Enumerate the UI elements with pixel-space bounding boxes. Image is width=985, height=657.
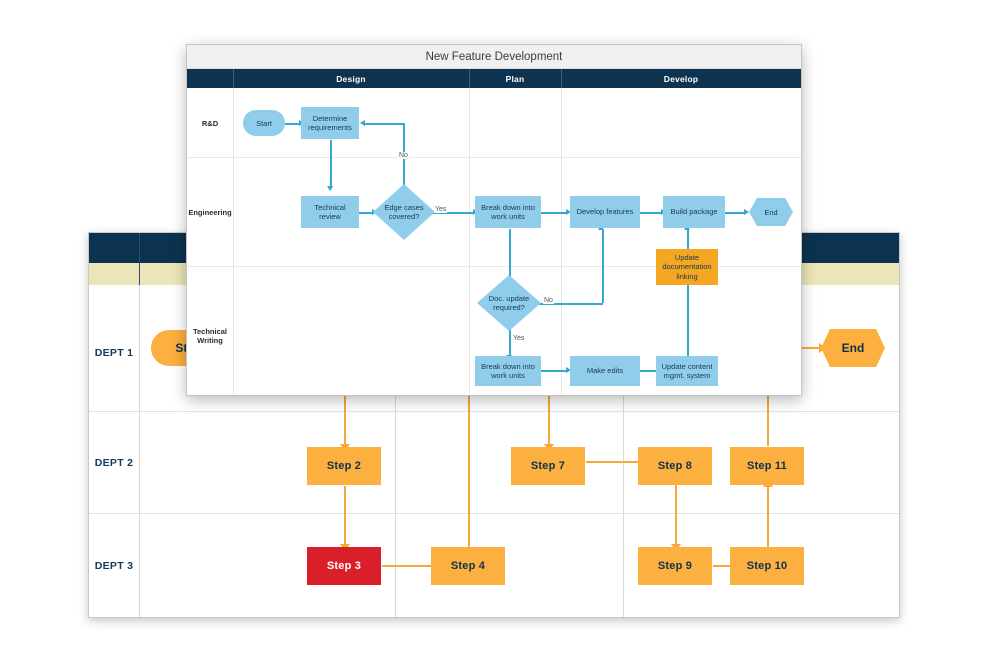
back-node-step2[interactable]: Step 2	[307, 447, 381, 485]
front-node-develop-features[interactable]: Develop features	[570, 196, 640, 228]
front-lane-divider-1	[187, 157, 801, 158]
connector-step8-step9	[675, 483, 677, 546]
connector-edge-yes	[420, 212, 475, 214]
front-node-break-down-work-units-1[interactable]: Break down into work units	[475, 196, 541, 228]
back-lane-divider-1	[89, 411, 899, 412]
back-node-step10[interactable]: Step 10	[730, 547, 804, 585]
panel-column-header-bar	[187, 69, 801, 88]
connector-bdown2-edits	[538, 370, 568, 372]
arrow-determine-techreview	[326, 186, 333, 191]
edge-label-no-docupdate: No	[543, 297, 554, 304]
column-header-plan: Plan	[505, 73, 525, 84]
connector-bdown1-docupdate	[509, 229, 511, 303]
connector-to-step11	[767, 385, 769, 446]
front-node-determine-requirements[interactable]: Determine requirements	[301, 107, 359, 139]
back-lane-divider-2	[89, 513, 899, 514]
connector-to-step2	[344, 385, 346, 446]
back-lane-label-dept1: DEPT 1	[94, 347, 134, 359]
front-lane-label-engineering: Engineering	[188, 208, 232, 217]
back-node-step9[interactable]: Step 9	[638, 547, 712, 585]
connector-doc-no-horizontal	[539, 303, 603, 305]
back-column-divider-2	[395, 285, 396, 617]
front-lane-label-rd: R&D	[201, 119, 219, 128]
front-lane-divider-2	[187, 266, 801, 267]
connector-build-end	[724, 212, 746, 214]
connector-updoc-build	[687, 229, 689, 249]
front-lane-label-techwriting: Technical Writing	[192, 327, 228, 346]
connector-determine-techreview	[330, 140, 332, 189]
column-header-design: Design	[336, 73, 366, 84]
connector-techreview-edge	[358, 212, 374, 214]
connector-step10-step11	[767, 485, 769, 547]
front-node-edge-cases-covered[interactable]: Edge cases covered?	[373, 184, 435, 240]
back-lane-label-dept2: DEPT 2	[94, 457, 134, 469]
arrow-bdown2-edits	[566, 366, 571, 373]
back-node-step7[interactable]: Step 7	[511, 447, 585, 485]
front-column-divider-3	[561, 88, 562, 395]
connector-step7-step8	[586, 461, 648, 463]
front-node-update-content-mgmt-system[interactable]: Update content mgmt. system	[656, 356, 718, 386]
connector-start-determine	[285, 123, 301, 125]
back-head-divider-1	[139, 233, 140, 285]
new-feature-development-panel[interactable]: New Feature Development Design Plan Deve…	[186, 44, 802, 396]
back-node-step4[interactable]: Step 4	[431, 547, 505, 585]
connector-doc-no-vertical	[602, 229, 604, 303]
connector-to-step7	[548, 385, 550, 446]
back-node-step8[interactable]: Step 8	[638, 447, 712, 485]
arrow-edge-no-determine	[360, 119, 365, 126]
front-node-make-edits[interactable]: Make edits	[570, 356, 640, 386]
front-head-divider-3	[561, 69, 562, 88]
arrow-build-end	[744, 208, 749, 215]
front-head-divider-2	[469, 69, 470, 88]
connector-edge-no-horizontal	[365, 123, 405, 125]
connector-upcms-updoc	[687, 271, 689, 356]
front-node-doc-update-required[interactable]: Doc. update required?	[477, 275, 541, 331]
front-node-technical-review[interactable]: Technical review	[301, 196, 359, 228]
edge-label-yes-edgecases: Yes	[434, 206, 448, 213]
back-lane-label-dept3: DEPT 3	[94, 560, 134, 572]
front-node-end[interactable]: End	[749, 198, 793, 226]
front-node-update-documentation-linking[interactable]: Update documentation linking	[656, 249, 718, 285]
back-node-end[interactable]: End	[821, 329, 885, 367]
back-column-divider-3	[623, 285, 624, 617]
front-node-build-package[interactable]: Build package	[663, 196, 725, 228]
front-node-start[interactable]: Start	[243, 110, 285, 136]
front-head-divider-1	[233, 69, 234, 88]
panel-title: New Feature Development	[187, 45, 801, 69]
front-column-divider-1	[233, 88, 234, 395]
connector-edits-upcms	[639, 370, 663, 372]
arrow-bdown1-devfeat	[566, 208, 571, 215]
connector-to-step4	[468, 385, 470, 548]
connector-step2-step3	[344, 486, 346, 546]
edge-label-yes-docupdate: Yes	[512, 335, 526, 342]
back-node-step3[interactable]: Step 3	[307, 547, 381, 585]
back-node-step11[interactable]: Step 11	[730, 447, 804, 485]
connector-devfeat-build	[639, 212, 663, 214]
back-column-divider-1	[139, 285, 140, 617]
connector-to-end	[789, 347, 821, 349]
column-header-develop: Develop	[663, 73, 699, 84]
connector-doc-yes	[509, 329, 511, 358]
front-node-break-down-work-units-2[interactable]: Break down into work units	[475, 356, 541, 386]
connector-step3-step4	[382, 565, 444, 567]
front-column-divider-2	[469, 88, 470, 395]
connector-bdown1-devfeat	[538, 212, 568, 214]
edge-label-no-edgecases: No	[398, 152, 409, 159]
